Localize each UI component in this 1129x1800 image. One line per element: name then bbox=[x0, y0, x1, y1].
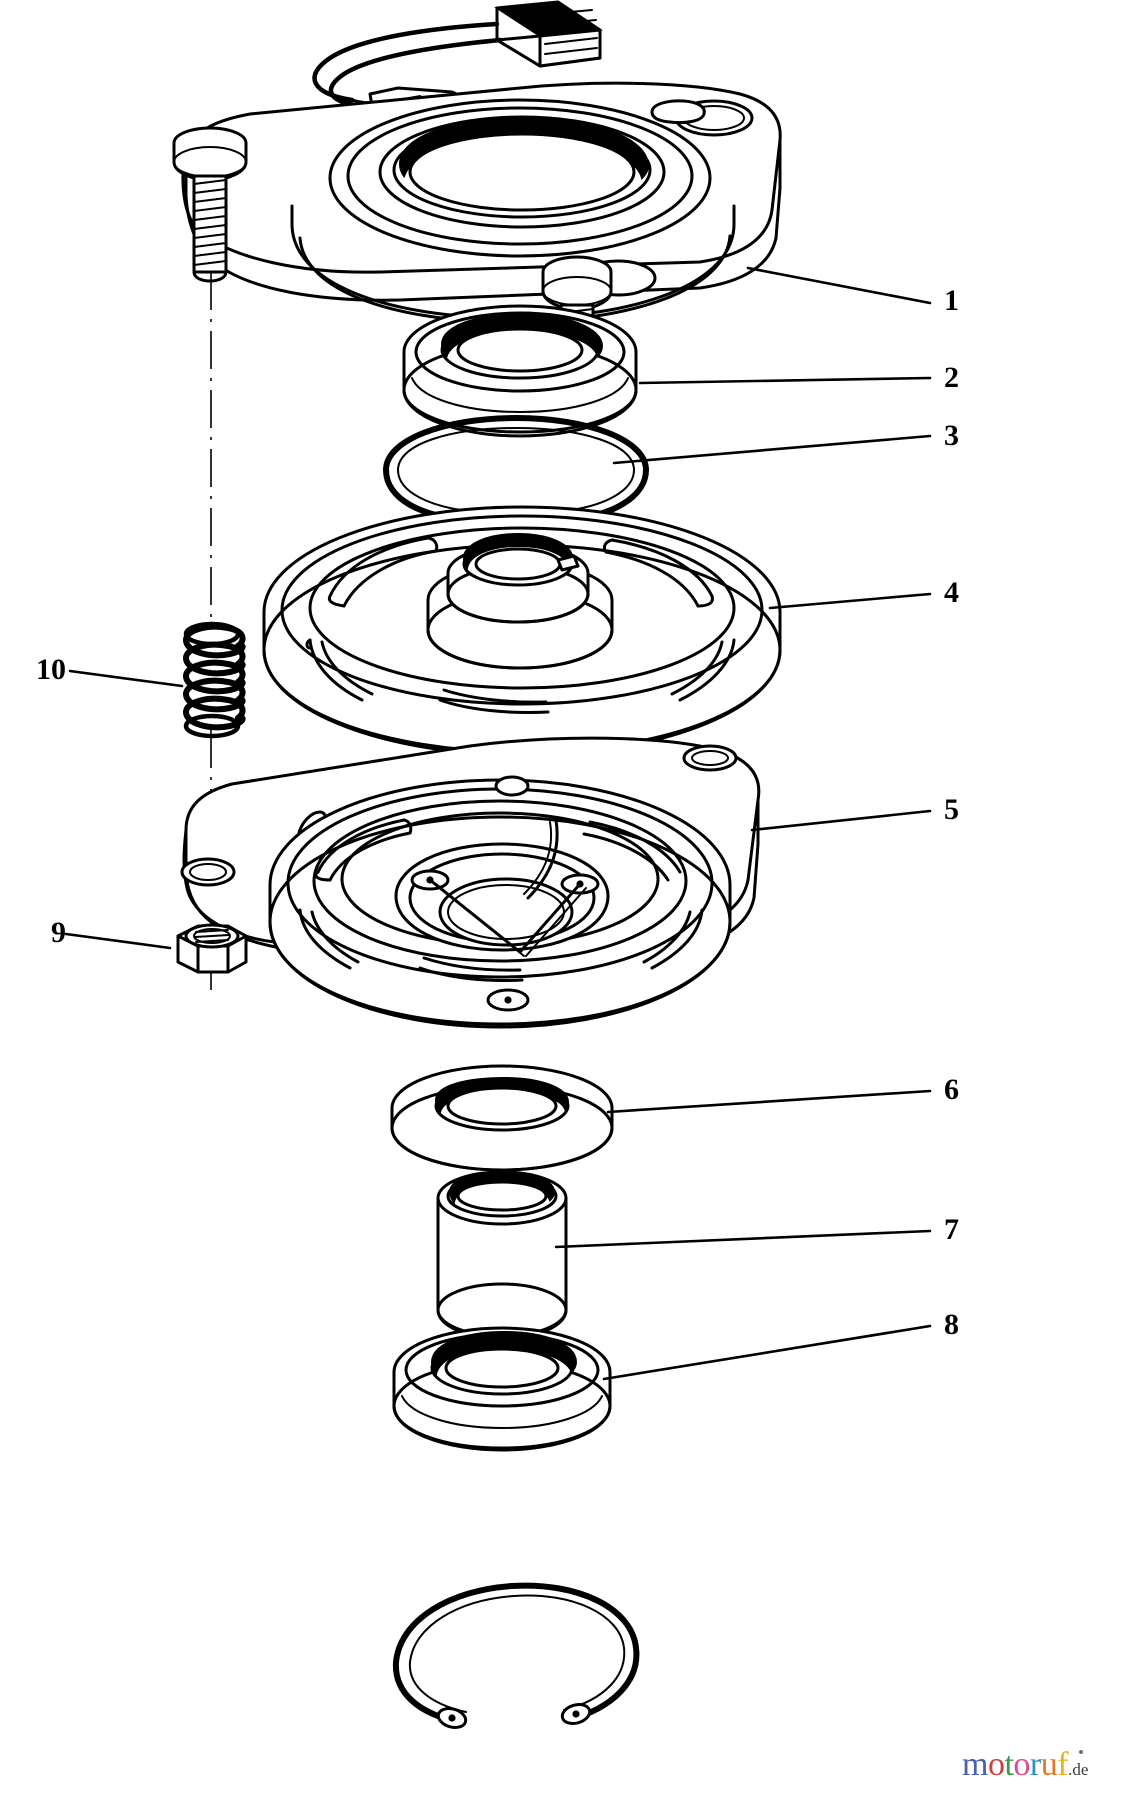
part-6-spacer-washer bbox=[390, 1064, 614, 1172]
logo-letter-o2: o bbox=[1013, 1746, 1030, 1783]
rotor-hub bbox=[426, 532, 614, 670]
lower-snap-ring bbox=[392, 1582, 640, 1729]
callout-number-3: 3 bbox=[944, 419, 959, 452]
part-5-armature-mounting-plate bbox=[180, 736, 761, 1029]
part-8-lower-ball-bearing bbox=[392, 1326, 612, 1452]
rotor-face-slots bbox=[305, 536, 736, 714]
callout-number-5: 5 bbox=[944, 793, 959, 826]
part-9-hex-lock-nut bbox=[176, 923, 248, 974]
part-10-compression-spring bbox=[183, 621, 246, 739]
armature-slots bbox=[298, 818, 704, 982]
logo-letter-t: t bbox=[1004, 1746, 1014, 1783]
callout-number-1: 1 bbox=[944, 284, 959, 317]
mounting-bolt-left bbox=[172, 126, 248, 283]
part-2-ball-bearing bbox=[402, 304, 638, 438]
callout-number-2: 2 bbox=[944, 361, 959, 394]
callout-number-4: 4 bbox=[944, 576, 959, 609]
callout-number-8: 8 bbox=[944, 1308, 959, 1341]
housing-central-bore bbox=[328, 98, 712, 258]
part-4-pulley-rotor bbox=[262, 505, 782, 757]
wire-harness-connector bbox=[494, 0, 603, 68]
callout-number-10: 10 bbox=[36, 653, 66, 686]
part-1-field-coil-housing bbox=[172, 0, 782, 411]
armature-disc bbox=[268, 775, 732, 1029]
logo-letter-r: r bbox=[1029, 1746, 1041, 1783]
armature-center-plate bbox=[394, 775, 610, 1012]
callout-number-9: 9 bbox=[51, 916, 66, 949]
callout-leader-lines bbox=[64, 266, 932, 1381]
nut-threads bbox=[194, 929, 230, 943]
logo-letter-m: m bbox=[962, 1746, 988, 1783]
part-7-spacer-sleeve bbox=[436, 1170, 568, 1340]
logo-letter-u: u bbox=[1040, 1746, 1058, 1783]
logo-letter-f: f bbox=[1057, 1746, 1069, 1783]
logo-suffix-de: .de bbox=[1068, 1760, 1089, 1779]
logo-tick-mark bbox=[1079, 1750, 1083, 1754]
spring-coils bbox=[183, 623, 246, 731]
logo-letter-o1: o bbox=[987, 1746, 1005, 1783]
callout-number-6: 6 bbox=[944, 1073, 959, 1106]
motoruf-watermark-logo: motoruf.de bbox=[962, 1748, 1112, 1788]
callout-number-7: 7 bbox=[944, 1213, 959, 1246]
